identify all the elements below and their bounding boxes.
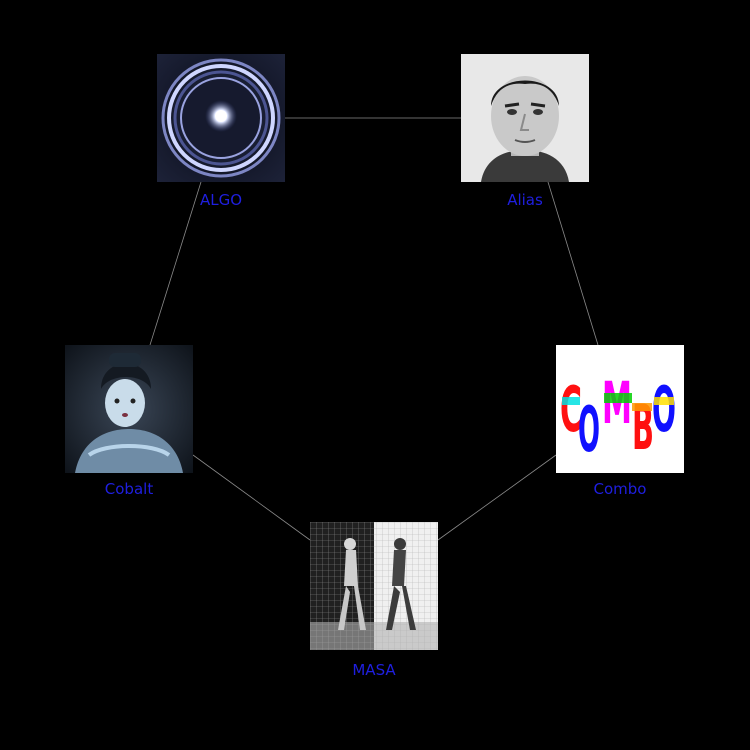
- node-alias[interactable]: [461, 54, 589, 182]
- svg-text:O: O: [578, 393, 600, 466]
- svg-text:O: O: [652, 373, 676, 446]
- node-label-combo[interactable]: Combo: [593, 480, 647, 498]
- walking-figures-photo-icon: [310, 522, 438, 650]
- node-label-cobalt[interactable]: Cobalt: [104, 480, 154, 498]
- edge-alias-combo: [547, 181, 599, 346]
- combo-colorful-letters-icon: C C O M B O: [556, 345, 684, 473]
- svg-text:C: C: [560, 373, 582, 446]
- svg-text:B: B: [632, 391, 654, 464]
- porcelain-doll-photo-icon: [65, 345, 193, 473]
- node-algo[interactable]: [157, 54, 285, 182]
- edge-combo-masa: [437, 454, 557, 541]
- glowing-lens-ring-icon: [157, 54, 285, 182]
- node-cobalt[interactable]: [65, 345, 193, 473]
- node-masa[interactable]: [310, 522, 438, 650]
- node-combo[interactable]: C C O M B O: [556, 345, 684, 473]
- edge-masa-cobalt: [192, 454, 311, 541]
- node-label-masa[interactable]: MASA: [352, 661, 396, 679]
- node-label-algo[interactable]: ALGO: [199, 191, 243, 209]
- edge-cobalt-algo: [149, 181, 202, 346]
- man-face-portrait-icon: [461, 54, 589, 182]
- node-label-alias[interactable]: Alias: [507, 191, 543, 209]
